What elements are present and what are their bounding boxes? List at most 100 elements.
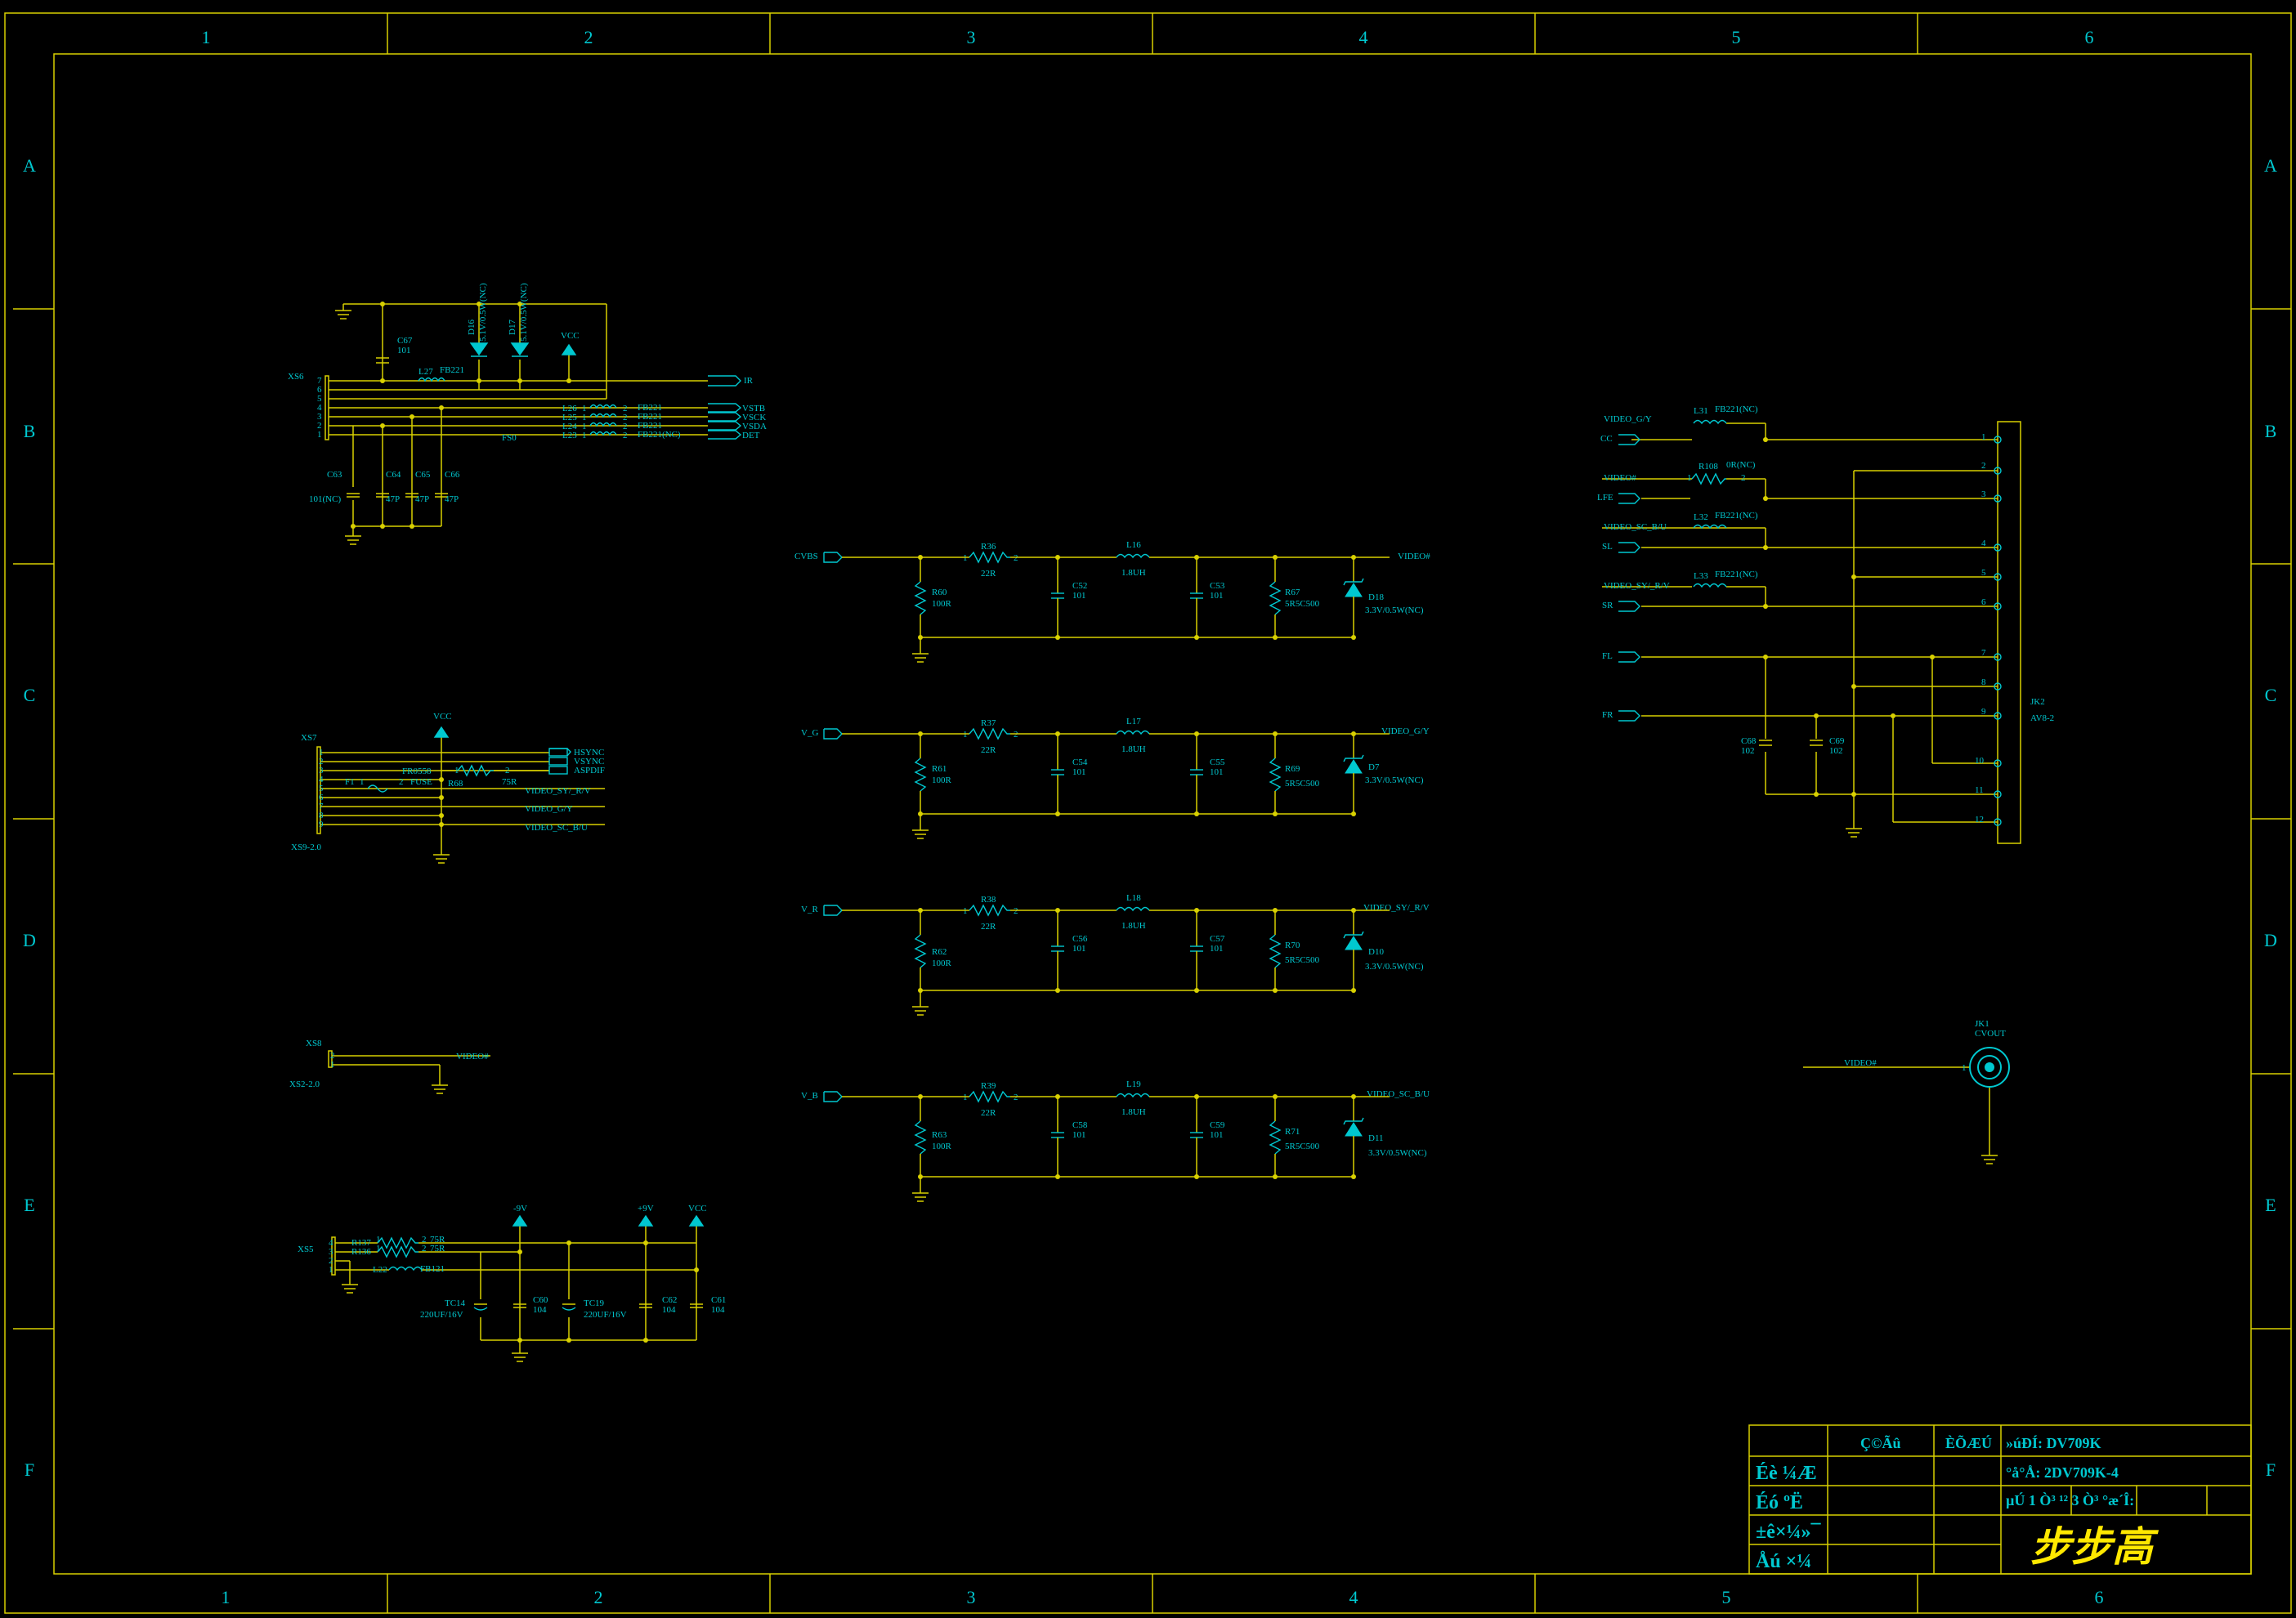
term-resistor <box>1269 758 1282 792</box>
filter-channel-v-g: V_G R37 22R 1 2 C54 101 L17 1.8UH C55 10… <box>801 717 1430 839</box>
l23-ref: L23 <box>562 431 577 440</box>
filter-cvbs-output: VIDEO# <box>1398 552 1430 561</box>
filter-cvbs-rterm-ref: R67 <box>1285 588 1300 597</box>
filter-vg-rshunt-ref: R61 <box>932 764 947 774</box>
l24-ref: L24 <box>562 422 577 431</box>
filter-vb-rseries-pin-2: 2 <box>1014 1093 1018 1102</box>
rail-minus9v-label: -9V <box>513 1204 527 1214</box>
title-sheet-info: µÚ 1 Ò³ ¹² 3 Ò³ °æ´Î: <box>2006 1491 2134 1508</box>
junction-dot <box>918 1094 923 1099</box>
input-port <box>823 1091 843 1102</box>
filter-vr-rterm-value: 5R5C500 <box>1285 955 1320 965</box>
f1-pin-1: 1 <box>360 777 365 787</box>
junction-dot <box>1351 811 1356 816</box>
xs8-part-label: XS2-2.0 <box>289 1079 320 1089</box>
filter-vb-rterm-value: 5R5C500 <box>1285 1142 1320 1151</box>
filter-vr-rseries-value: 22R <box>981 922 996 932</box>
l24-pin-2: 2 <box>623 422 628 431</box>
junction-dot <box>1273 635 1278 640</box>
jk1-pin-1: 1 <box>1962 1063 1967 1073</box>
jk2-input-cc: CC <box>1600 434 1613 444</box>
tc14-value: 220UF/16V <box>420 1310 463 1320</box>
filter-vr-output: VIDEO_SY/_R/V <box>1363 903 1430 913</box>
shunt-resistor <box>914 934 927 968</box>
filter-vg-cb-ref: C55 <box>1210 758 1225 767</box>
jk2-pin-3: 3 <box>1981 489 1986 499</box>
row-label-right-a: A <box>2264 155 2277 176</box>
filter-vg-diode-value: 3.3V/0.5W(NC) <box>1365 775 1424 785</box>
zener-diode-bar <box>1343 578 1364 586</box>
r137-ref: R137 <box>351 1238 371 1248</box>
xs8-pin-2: 2 <box>330 1051 335 1061</box>
jk2-input-lfe: LFE <box>1597 493 1613 503</box>
junction-dot <box>1194 1094 1199 1099</box>
filter-vr-rshunt-ref: R62 <box>932 947 947 957</box>
filter-cvbs-diode-value: 3.3V/0.5W(NC) <box>1365 606 1424 615</box>
junction-dot <box>1194 988 1199 993</box>
l23-value: FB221(NC) <box>638 430 681 440</box>
f1-value: FUSE <box>410 777 432 787</box>
zener-diode-bar <box>1343 754 1364 762</box>
jk2-input-fl: FL <box>1602 651 1613 661</box>
xs7-pin-8: 8 <box>319 811 324 820</box>
xs7-vcc-label: VCC <box>433 712 452 722</box>
xs5-ref: XS5 <box>298 1245 314 1254</box>
series-resistor <box>969 1090 1010 1103</box>
l31-ref: L31 <box>1694 406 1708 416</box>
rail-vcc-label: VCC <box>688 1204 707 1214</box>
tc19-ref: TC19 <box>584 1298 605 1308</box>
jk1-ref: JK1 <box>1975 1019 1989 1029</box>
row-label-left-c: C <box>24 685 36 705</box>
filter-vb-rshunt-value: 100R <box>932 1142 952 1151</box>
filter-cvbs-diode-ref: D18 <box>1368 592 1384 602</box>
c68-ref: C68 <box>1741 736 1757 746</box>
c60-value: 104 <box>533 1305 547 1315</box>
c65-value: 47P <box>415 494 429 504</box>
jk2-net-video-sy-rv: VIDEO_SY/_R/V <box>1604 581 1670 591</box>
junction-dot <box>1055 635 1060 640</box>
inductor <box>1116 730 1150 735</box>
c61-value: 104 <box>711 1305 725 1315</box>
xs5-pin-1: 1 <box>329 1265 333 1275</box>
filter-cvbs-rterm-value: 5R5C500 <box>1285 599 1320 609</box>
jk2-pin-5: 5 <box>1981 568 1986 578</box>
filter-vr-diode-value: 3.3V/0.5W(NC) <box>1365 962 1424 972</box>
col-label-top-2: 2 <box>584 27 593 47</box>
filter-cvbs-l-ref: L16 <box>1126 540 1141 550</box>
title-header-date: ÈÕÆÚ <box>1945 1434 1992 1451</box>
tc14-ref: TC14 <box>445 1298 466 1308</box>
xs7-part-label: XS9-2.0 <box>291 843 321 852</box>
junction-dot <box>1055 908 1060 913</box>
zener-diode-bar <box>1343 931 1364 939</box>
l22-ref: L22 <box>373 1265 387 1275</box>
d17-ref: D17 <box>508 320 517 335</box>
filter-vg-diode-ref: D7 <box>1368 762 1380 772</box>
title-model: »úÐÍ: DV709K <box>2006 1434 2101 1451</box>
row-label-left-a: A <box>23 155 36 176</box>
filter-vg-ca-ref: C54 <box>1072 758 1088 767</box>
jk2-block: CC LFE SL SR FL FR VIDEO_G/Y VIDEO# VIDE… <box>1597 404 2054 844</box>
vsck-net: VSCK <box>742 413 766 422</box>
filter-cvbs-rshunt-value: 100R <box>932 599 952 609</box>
jk2-pin-9: 9 <box>1981 707 1986 717</box>
junction-dot <box>1055 988 1060 993</box>
filter-vb-cb-ref: C59 <box>1210 1120 1225 1130</box>
xs6-ref: XS6 <box>288 372 304 382</box>
r137-value: 75R <box>430 1235 445 1245</box>
c60-ref: C60 <box>533 1295 548 1305</box>
jk2-net-video-sc-bu: VIDEO_SC_B/U <box>1604 522 1667 532</box>
filter-cvbs-rseries-pin-2: 2 <box>1014 553 1018 563</box>
r68-ref: R68 <box>448 779 463 789</box>
c66-ref: C66 <box>445 470 460 480</box>
xs5-block: XS5 4 3 2 1 R137 1 2 75R R136 1 2 75R L2… <box>298 1204 726 1362</box>
r108-value: 0R(NC) <box>1726 460 1756 470</box>
col-label-bottom-5: 5 <box>1722 1587 1731 1607</box>
junction-dot <box>1351 635 1356 640</box>
xs6-pin-7: 7 <box>317 376 322 386</box>
l23-pin-1: 1 <box>582 431 587 440</box>
vstb-net: VSTB <box>742 404 765 413</box>
r136-pin-2: 2 <box>422 1244 427 1254</box>
l26-value: FB221 <box>638 403 662 413</box>
row-label-left-f: F <box>25 1459 34 1480</box>
filter-vr-diode-ref: D10 <box>1368 947 1384 957</box>
